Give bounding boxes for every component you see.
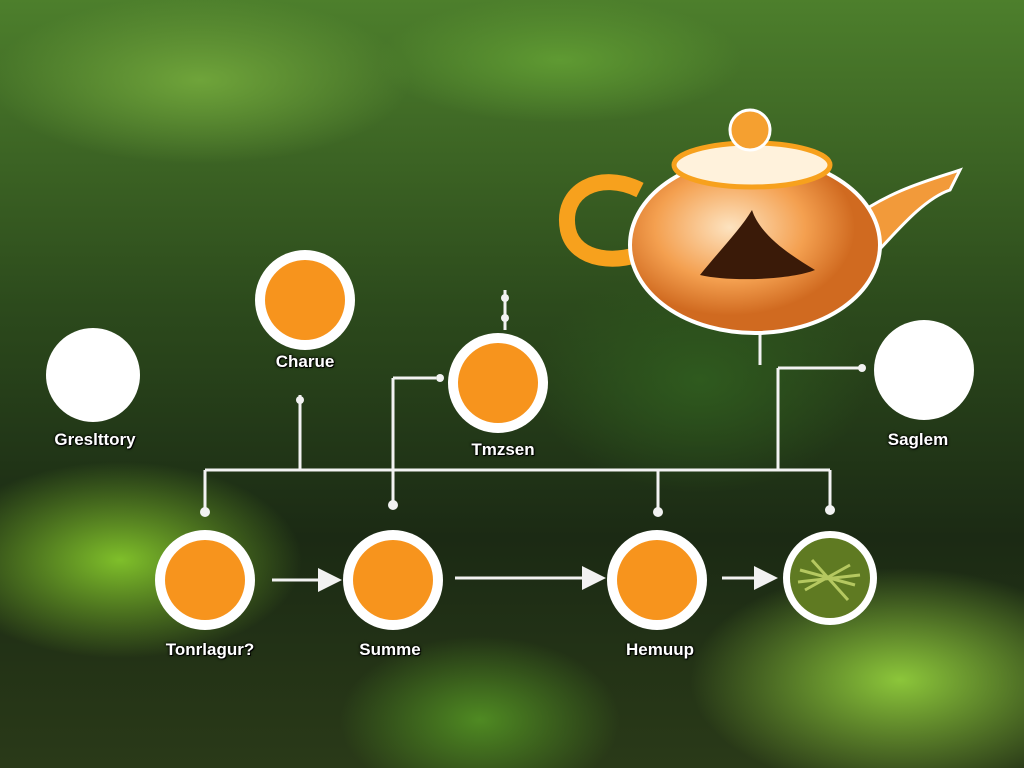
node-label-saglem: Saglem [887,430,949,449]
node-label-bottom3: Hemuup [626,640,694,659]
node-saglem-circle [874,320,974,420]
node-greslttory-circle [46,328,140,422]
teapot-icon [559,108,963,335]
tea-leaves-icon [790,538,870,618]
orange-circle-icon [265,260,345,340]
orange-circle-icon [165,540,245,620]
node-label-charue: Charue [275,352,335,371]
orange-circle-icon [617,540,697,620]
orange-circle-icon [458,343,538,423]
connector-dots [200,294,866,517]
node-label-bottom2: Summe [359,640,421,659]
node-label-greslttory: Greslttory [54,430,136,449]
orange-circle-icon [353,540,433,620]
node-label-bottom1: Tonrlagur? [165,640,255,659]
node-label-tmzsen: Tmzsen [471,440,535,459]
